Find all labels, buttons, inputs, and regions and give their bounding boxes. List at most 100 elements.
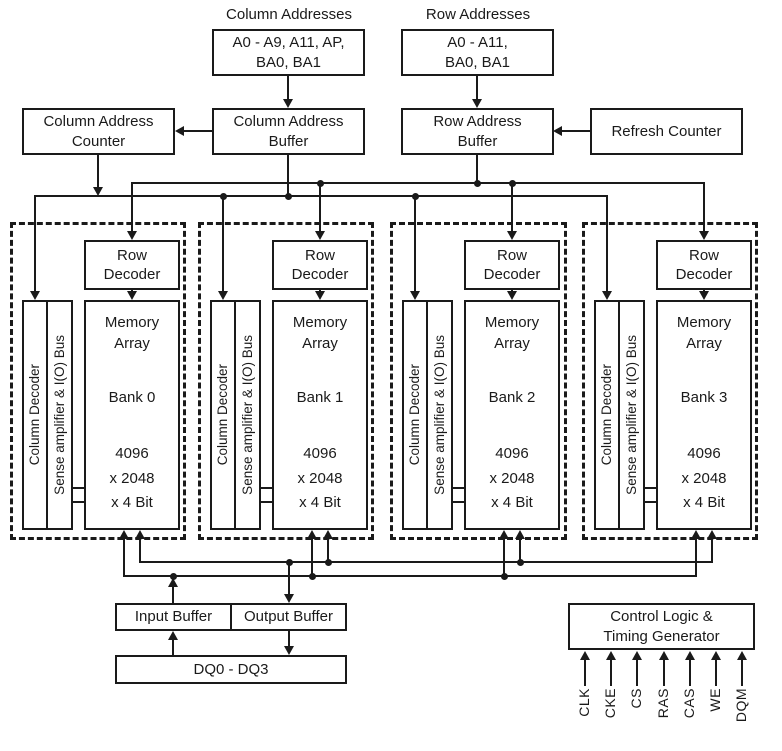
memory-size: 4096 x 2048 x 4 Bit (297, 444, 343, 512)
connector-line (711, 538, 713, 563)
column-address-pins-line2: BA0, BA1 (255, 53, 322, 71)
arrow-down-icon (127, 291, 137, 300)
control-logic-line2: Timing Generator (603, 627, 720, 645)
row-address-pins-line2: BA0, BA1 (444, 53, 511, 71)
connector-line (260, 487, 273, 489)
connector-line (72, 487, 85, 489)
arrow-up-icon (707, 530, 717, 539)
column-decoder-label: Column Decoder (215, 364, 231, 466)
connector-line (288, 561, 290, 595)
sense-amplifier-label: Sense amplifier & I(O) Bus (431, 335, 447, 495)
connector-line (414, 195, 416, 291)
column-address-pins-line1: A0 - A9, A11, AP, (232, 34, 345, 51)
sense-amplifier-label: Sense amplifier & I(O) Bus (239, 335, 255, 495)
column-address-buffer-box: Column Address Buffer (212, 108, 365, 155)
row-address-buffer-line1: Row Address (433, 113, 522, 130)
junction-dot (285, 193, 292, 200)
row-decoder-line1: Row (116, 246, 147, 264)
memory-size: 4096 x 2048 x 4 Bit (109, 444, 155, 512)
junction-dot (501, 573, 508, 580)
connector-line (123, 538, 125, 577)
connector-line (72, 501, 85, 503)
connector-line (695, 538, 697, 577)
pin-line (663, 659, 665, 686)
output-buffer-label: Output Buffer (244, 608, 333, 626)
arrow-up-icon (135, 530, 145, 539)
pin-label-cas: CAS (681, 688, 697, 719)
bank2-memory-array-box: Memory Array Bank 2 4096 x 2048 x 4 Bit (464, 300, 560, 530)
arrow-up-icon (580, 651, 590, 660)
connector-line (184, 130, 212, 132)
dq-label: DQ0 - DQ3 (193, 660, 269, 678)
bank-label: Bank 2 (488, 389, 536, 407)
column-address-pins-box: A0 - A9, A11, AP, BA0, BA1 (212, 29, 365, 76)
control-logic-box: Control Logic & Timing Generator (568, 603, 755, 650)
connector-line (644, 487, 657, 489)
arrow-down-icon (699, 291, 709, 300)
junction-dot (517, 559, 524, 566)
memory-array-title: Memory Array (484, 314, 540, 352)
connector-line (311, 538, 313, 577)
bank-label: Bank 3 (680, 389, 728, 407)
bank0-sense-amplifier-box: Sense amplifier & I(O) Bus (46, 300, 73, 530)
bank2-row-decoder-box: Row Decoder (464, 240, 560, 290)
connector-line (511, 182, 513, 231)
connector-line (606, 195, 608, 291)
pin-line (715, 659, 717, 686)
junction-dot (474, 180, 481, 187)
row-decoder-line1: Row (496, 246, 527, 264)
arrow-down-icon (218, 291, 228, 300)
row-address-bus-line (131, 182, 705, 184)
pin-label-clk: CLK (576, 688, 592, 717)
row-decoder-line1: Row (688, 246, 719, 264)
control-logic-line1: Control Logic & (610, 608, 713, 625)
arrow-up-icon (499, 530, 509, 539)
arrow-up-icon (515, 530, 525, 539)
arrow-down-icon (93, 187, 103, 196)
arrow-up-icon (659, 651, 669, 660)
bank1-column-decoder-box: Column Decoder (210, 300, 236, 530)
connector-line (97, 155, 99, 188)
connector-line (172, 639, 174, 656)
column-address-counter-line2: Counter (71, 132, 126, 150)
bank0-dashed-outline (10, 222, 186, 540)
arrow-down-icon (507, 291, 517, 300)
connector-line (452, 487, 465, 489)
arrow-up-icon (737, 651, 747, 660)
column-decoder-label: Column Decoder (407, 364, 423, 466)
bank3-column-decoder-box: Column Decoder (594, 300, 620, 530)
arrow-down-icon (472, 99, 482, 108)
pin-label-we: WE (707, 688, 723, 712)
arrow-down-icon (127, 231, 137, 240)
bank-label: Bank 0 (108, 389, 156, 407)
refresh-counter-label: Refresh Counter (611, 122, 722, 140)
column-decoder-label: Column Decoder (27, 364, 43, 466)
pin-label-cke: CKE (602, 688, 618, 719)
arrow-up-icon (307, 530, 317, 539)
connector-line (131, 182, 133, 231)
connector-line (260, 501, 273, 503)
arrow-up-icon (711, 651, 721, 660)
sense-amplifier-label: Sense amplifier & I(O) Bus (51, 335, 67, 495)
bank1-memory-array-box: Memory Array Bank 1 4096 x 2048 x 4 Bit (272, 300, 368, 530)
dq-box: DQ0 - DQ3 (115, 655, 347, 684)
bank1-row-decoder-box: Row Decoder (272, 240, 368, 290)
connector-line (287, 155, 289, 196)
connector-line (703, 182, 705, 231)
arrow-down-icon (602, 291, 612, 300)
connector-line (452, 501, 465, 503)
column-address-bus-line (34, 195, 608, 197)
bank3-row-decoder-box: Row Decoder (656, 240, 752, 290)
connector-line (644, 501, 657, 503)
arrow-up-icon (685, 651, 695, 660)
arrow-up-icon (691, 530, 701, 539)
bank3-sense-amplifier-box: Sense amplifier & I(O) Bus (618, 300, 645, 530)
bank0-row-decoder-box: Row Decoder (84, 240, 180, 290)
row-address-buffer-box: Row Address Buffer (401, 108, 554, 155)
pin-line (741, 659, 743, 686)
column-addresses-label: Column Addresses (226, 6, 352, 23)
connector-line (476, 155, 478, 184)
arrow-down-icon (284, 646, 294, 655)
arrow-up-icon (323, 530, 333, 539)
arrow-down-icon (507, 231, 517, 240)
